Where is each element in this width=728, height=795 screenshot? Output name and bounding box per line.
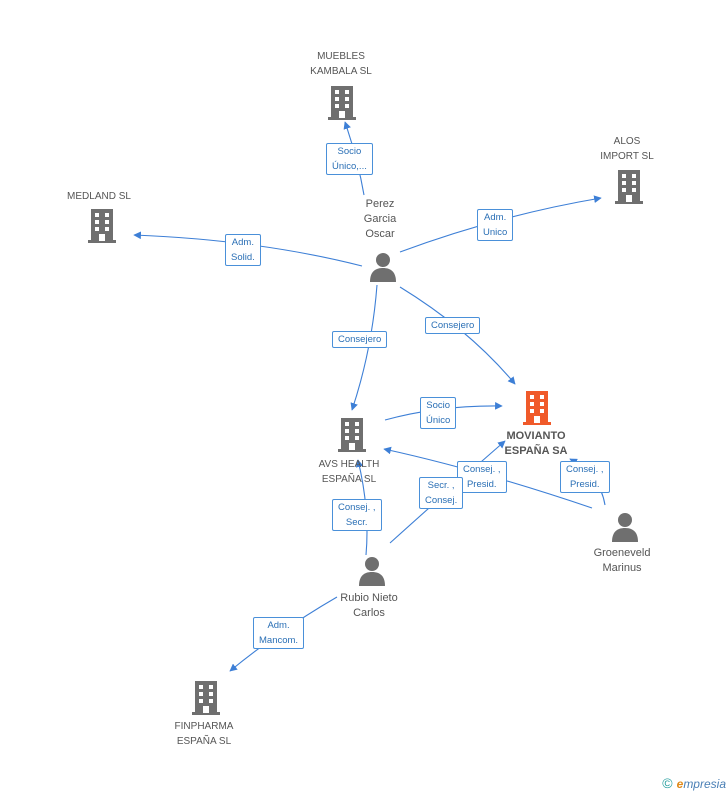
footer-brand[interactable]: ©empresia <box>662 775 726 791</box>
copyright-icon: © <box>662 775 673 791</box>
person-icon-perez[interactable] <box>370 253 396 282</box>
building-icon-medland[interactable] <box>88 209 116 243</box>
building-icon-alos[interactable] <box>615 170 643 204</box>
brand-logo: empresia <box>676 777 726 791</box>
edge-label-perez-muebles[interactable]: Socio Único,... <box>326 143 373 175</box>
edge-perez-movianto <box>399 286 516 385</box>
company-label-movianto[interactable]: MOVIANTO ESPAÑA SA <box>504 430 568 457</box>
edge-label-perez-movianto[interactable]: Consejero <box>425 317 481 334</box>
company-label-finpharma[interactable]: FINPHARMA ESPAÑA SL <box>174 721 234 747</box>
edge-label-perez-avs[interactable]: Consejero <box>332 331 388 348</box>
building-icon-movianto[interactable] <box>523 391 551 425</box>
person-label-groeneveld[interactable]: Groeneveld Marinus <box>593 547 651 574</box>
company-label-medland[interactable]: MEDLAND SL <box>67 191 131 202</box>
edge-perez-avs <box>350 284 378 411</box>
person-label-rubio[interactable]: Rubio Nieto Carlos <box>340 592 398 619</box>
edge-label-rubio-finpharma[interactable]: Adm. Mancom. <box>253 617 305 649</box>
edge-label-groeneveld-avs[interactable]: Consej. , Presid. <box>457 461 507 493</box>
person-icon-groeneveld[interactable] <box>612 513 638 542</box>
company-label-alos[interactable]: ALOS IMPORT SL <box>600 136 654 162</box>
edge-label-rubio-avs[interactable]: Consej. , Secr. <box>332 499 382 531</box>
edge-label-perez-medland[interactable]: Adm. Solid. <box>225 234 261 266</box>
building-icon-finpharma[interactable] <box>192 681 220 715</box>
person-icon-rubio[interactable] <box>359 557 385 586</box>
person-label-perez[interactable]: Perez Garcia Oscar <box>363 198 397 240</box>
company-label-muebles[interactable]: MUEBLES KAMBALA SL <box>310 51 372 77</box>
edge-label-avs-movianto[interactable]: Socio Único <box>420 397 457 429</box>
edge-label-perez-alos[interactable]: Adm. Unico <box>477 209 514 241</box>
company-label-avs[interactable]: AVS HEALTH ESPAÑA SL <box>318 459 380 485</box>
building-icon-muebles[interactable] <box>328 86 356 120</box>
building-icon-avs[interactable] <box>338 418 366 452</box>
edge-label-rubio-movianto[interactable]: Secr. , Consej. <box>419 477 464 509</box>
edge-label-groeneveld-movianto[interactable]: Consej. , Presid. <box>560 461 610 493</box>
